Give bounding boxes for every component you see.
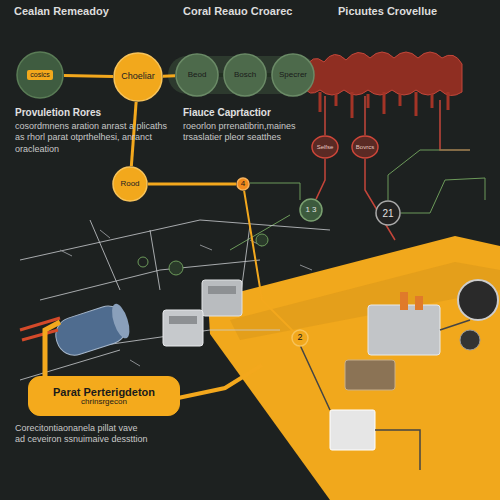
node-shape <box>312 136 338 158</box>
callout-number: 21 <box>375 200 401 226</box>
motor-hub <box>460 330 480 350</box>
valve-block <box>202 280 242 316</box>
node-label: cosics <box>27 70 52 80</box>
source-circle: cosics <box>16 51 64 99</box>
node-label: Parat Perterigdeton <box>53 386 155 398</box>
valve-detail <box>208 286 236 294</box>
section-heading: Picuutes Crovellue <box>338 5 498 19</box>
node-label: Bosch <box>234 71 256 80</box>
valve-detail <box>169 316 197 324</box>
section-heading: Provuletion Rores <box>15 107 175 120</box>
valve-block <box>163 310 203 346</box>
body-note: Corecitontiaonanela pillat vave ad cevei… <box>15 423 150 446</box>
connector <box>163 74 175 77</box>
red-pipe <box>20 318 60 340</box>
node-shape <box>224 54 266 96</box>
terminal-dot <box>138 257 148 267</box>
node-label: Bovrcs <box>356 144 374 151</box>
coil-unit <box>345 360 395 390</box>
green-wire <box>230 150 485 250</box>
terminal-dot <box>169 261 183 275</box>
section-heading: Coral Reauo Croarec <box>183 5 333 19</box>
yellow-pipe <box>45 322 60 376</box>
platform-shade <box>230 262 500 340</box>
yellow-pipe <box>178 365 262 398</box>
junction-circle: Rood <box>112 166 148 202</box>
blue-cylinder <box>51 301 133 360</box>
connector <box>64 75 113 76</box>
connector <box>267 73 271 77</box>
node-label: Rood <box>120 180 139 189</box>
connector <box>219 73 223 77</box>
node-label: 1 3 <box>305 206 316 215</box>
callout-number: 4 <box>236 177 250 191</box>
connector <box>244 191 294 332</box>
sensor-circle: Bovrcs <box>351 135 379 159</box>
sensor-circle: Selfse <box>311 135 339 159</box>
terminal-post <box>415 296 423 310</box>
node-label: Selfse <box>317 144 334 151</box>
node-shape <box>300 199 322 221</box>
hub-circle: Choeliar <box>113 52 163 102</box>
node-label: 2 <box>297 333 302 343</box>
node-label: 21 <box>382 208 393 219</box>
node-shape <box>292 330 308 346</box>
stage-circle: Beod <box>175 53 219 97</box>
node-shape <box>17 52 63 98</box>
callout-number: 2 <box>291 329 309 347</box>
node-sublabel: chrinsrgecon <box>81 398 127 407</box>
node-label: Choeliar <box>121 72 155 82</box>
cylinder-end <box>109 302 133 341</box>
node-label: Beod <box>188 71 207 80</box>
node-shape <box>272 54 314 96</box>
control-unit <box>368 305 440 355</box>
node-shape <box>176 54 218 96</box>
connector <box>316 159 325 199</box>
wire <box>20 220 330 380</box>
node-shape <box>237 178 249 190</box>
connector <box>148 183 236 186</box>
stage-circle: Bosch <box>223 53 267 97</box>
section-heading: Fiauce Caprtactior <box>183 107 343 120</box>
node-shape <box>376 201 400 225</box>
node-shape <box>114 53 162 101</box>
body-note: roeorlon prrenatibrin,maines trsaslatier… <box>183 121 333 144</box>
node-shape <box>352 136 378 158</box>
node-label: 4 <box>241 180 245 189</box>
callout-number: 1 3 <box>299 198 323 222</box>
body-note: cosordmnens aration anrast a plicaths as… <box>15 121 175 155</box>
yellow-platform <box>208 236 500 500</box>
terminal-dot <box>256 234 268 246</box>
red-drips <box>320 92 448 118</box>
terminal-post <box>400 292 408 310</box>
node-label: Specrer <box>279 71 307 80</box>
wire <box>300 320 470 470</box>
diagram-title: Cealan Remeadoy <box>14 5 174 17</box>
junction-box <box>330 410 375 450</box>
red-wave-shape <box>305 52 462 96</box>
stage-circle: Specrer <box>271 53 315 97</box>
motor <box>458 280 498 320</box>
process-box: Parat Perterigdetonchrinsrgecon <box>28 376 180 416</box>
node-shape <box>113 167 147 201</box>
